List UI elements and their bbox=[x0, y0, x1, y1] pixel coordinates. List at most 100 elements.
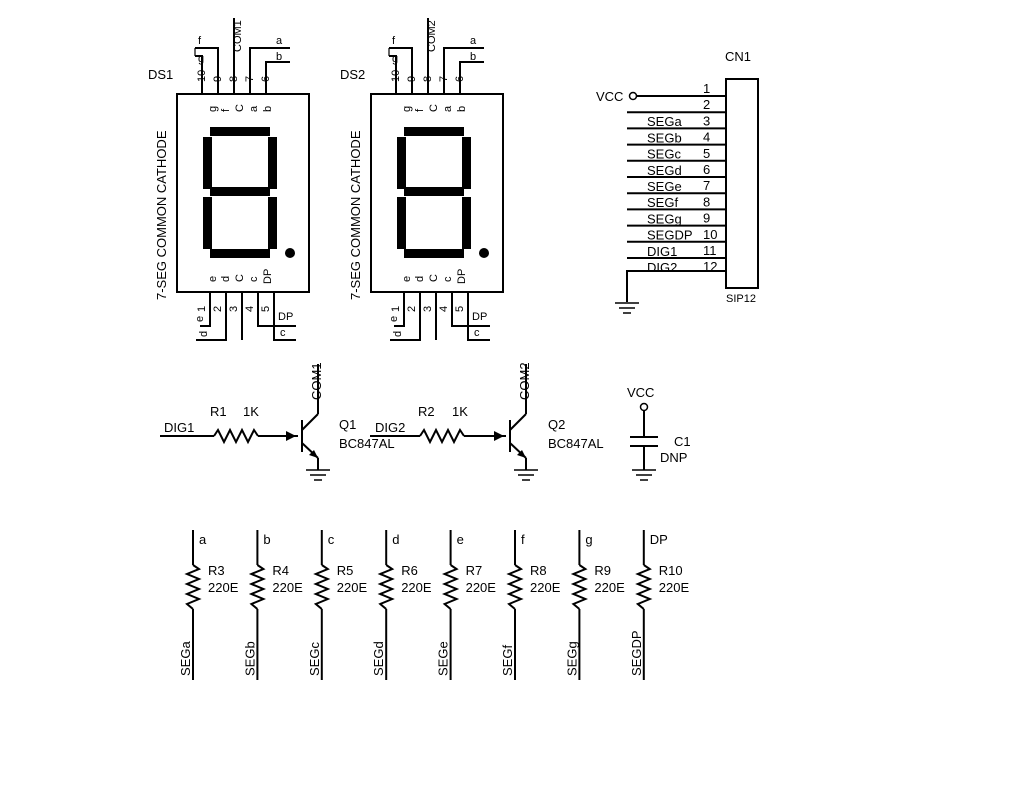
pin-number: 4 bbox=[244, 306, 256, 312]
connector-pin-net: DIG1 bbox=[647, 244, 677, 259]
pin-label: g bbox=[401, 106, 413, 112]
seven-segment-digit bbox=[397, 127, 489, 258]
pin-number: 1 bbox=[196, 306, 208, 312]
pin-label: DP bbox=[456, 269, 468, 284]
net-label: g bbox=[392, 53, 398, 65]
capacitor-supply: VCC bbox=[627, 385, 654, 400]
pin-number: 2 bbox=[406, 306, 418, 312]
resistor-value: 220E bbox=[659, 580, 690, 595]
resistor-top-net: a bbox=[199, 532, 207, 547]
collector-net: COM2 bbox=[517, 362, 532, 400]
connector-pin-net: SEGf bbox=[647, 195, 678, 210]
resistor-ref: R5 bbox=[337, 563, 354, 578]
capacitor-value: DNP bbox=[660, 450, 687, 465]
connector-pin-number: 9 bbox=[703, 211, 710, 226]
net-label: d bbox=[198, 331, 210, 337]
pin-label: b bbox=[456, 106, 468, 112]
resistor-ref: R10 bbox=[659, 563, 683, 578]
resistor-ref: R7 bbox=[466, 563, 483, 578]
pin-number: 10 bbox=[390, 70, 402, 82]
driver-input: DIG2 bbox=[375, 420, 405, 435]
net-label: COM1 bbox=[232, 20, 244, 52]
net-label: c bbox=[474, 327, 480, 339]
resistor-top-net: b bbox=[263, 532, 270, 547]
pin-label: C bbox=[234, 274, 246, 282]
pin-number: 4 bbox=[438, 306, 450, 312]
pin-number: 2 bbox=[212, 306, 224, 312]
net-label: c bbox=[280, 327, 286, 339]
connector-pin-net: SEGc bbox=[647, 147, 681, 162]
net-label: f bbox=[392, 35, 396, 47]
resistor-bottom-net: SEGg bbox=[564, 641, 579, 676]
pin-label: d bbox=[414, 276, 426, 282]
resistor-r1 bbox=[213, 427, 259, 445]
connector-pin-net: SEGd bbox=[647, 163, 682, 178]
net-label: DP bbox=[278, 311, 293, 323]
resistor-bottom-net: SEGa bbox=[178, 641, 193, 676]
connector-pin-number: 10 bbox=[703, 227, 717, 242]
collector-net: COM1 bbox=[309, 362, 324, 400]
pin-label: C bbox=[428, 104, 440, 112]
resistor-value: 220E bbox=[272, 580, 303, 595]
display-ds2: 7-SEG COMMON CATHODE DS2 10 9 8 7 6 g f … bbox=[340, 18, 504, 341]
resistor-ref: R3 bbox=[208, 563, 225, 578]
pin-number: 3 bbox=[228, 306, 240, 312]
pin-number: 8 bbox=[228, 76, 240, 82]
resistor-value: 1K bbox=[452, 404, 468, 419]
connector-pin-number: 6 bbox=[703, 162, 710, 177]
segment-resistor-r4: bR4 220E SEGb bbox=[242, 530, 303, 680]
resistor-top-net: d bbox=[392, 532, 399, 547]
connector-pin-number: 2 bbox=[703, 97, 710, 112]
net-label: e bbox=[194, 316, 206, 322]
net-label: f bbox=[198, 35, 202, 47]
resistor-bottom-net: SEGc bbox=[307, 642, 322, 676]
pin-number: 3 bbox=[422, 306, 434, 312]
net-label: b bbox=[276, 51, 282, 63]
transistor-ref: Q1 bbox=[339, 417, 356, 432]
ground-symbol bbox=[615, 302, 639, 314]
pin-label: d bbox=[220, 276, 232, 282]
pin-label: C bbox=[234, 104, 246, 112]
display-ref: DS1 bbox=[148, 67, 173, 82]
display-type-label: 7-SEG COMMON CATHODE bbox=[154, 130, 169, 300]
ground-symbol bbox=[306, 469, 330, 481]
resistor-value: 1K bbox=[243, 404, 259, 419]
connector-pin-number: 11 bbox=[703, 243, 717, 258]
pin-label: c bbox=[248, 276, 260, 282]
resistor-bottom-net: SEGe bbox=[436, 641, 451, 676]
resistor-ref: R1 bbox=[210, 404, 227, 419]
pin-number: 9 bbox=[406, 76, 418, 82]
pin-number: 5 bbox=[260, 306, 272, 312]
connector-pin-net: SEGDP bbox=[647, 228, 693, 243]
transistor-part: BC847AL bbox=[548, 436, 604, 451]
resistor-top-net: e bbox=[457, 532, 464, 547]
pin-label: C bbox=[428, 274, 440, 282]
resistor-ref: R4 bbox=[272, 563, 289, 578]
pin-number: 9 bbox=[212, 76, 224, 82]
resistor-bottom-net: SEGb bbox=[242, 641, 257, 676]
connector-pin-net: SEGb bbox=[647, 130, 682, 145]
pin-label: c bbox=[442, 276, 454, 282]
resistor-ref: R2 bbox=[418, 404, 435, 419]
connector-pin-number: 1 bbox=[703, 81, 710, 96]
pin-number: 6 bbox=[454, 76, 466, 82]
connector-package: SIP12 bbox=[726, 293, 756, 305]
resistor-top-net: g bbox=[585, 532, 592, 547]
connector-pin-number: 3 bbox=[703, 113, 710, 128]
connector-pin-net: DIG2 bbox=[647, 260, 677, 275]
display-ref: DS2 bbox=[340, 67, 365, 82]
net-label: g bbox=[198, 53, 204, 65]
resistor-ref: R8 bbox=[530, 563, 547, 578]
pin-number: 7 bbox=[438, 76, 450, 82]
ground-symbol bbox=[514, 469, 538, 481]
pin-label: f bbox=[220, 108, 232, 112]
connector-pin-net: SEGg bbox=[647, 211, 682, 226]
net-label: b bbox=[470, 51, 476, 63]
